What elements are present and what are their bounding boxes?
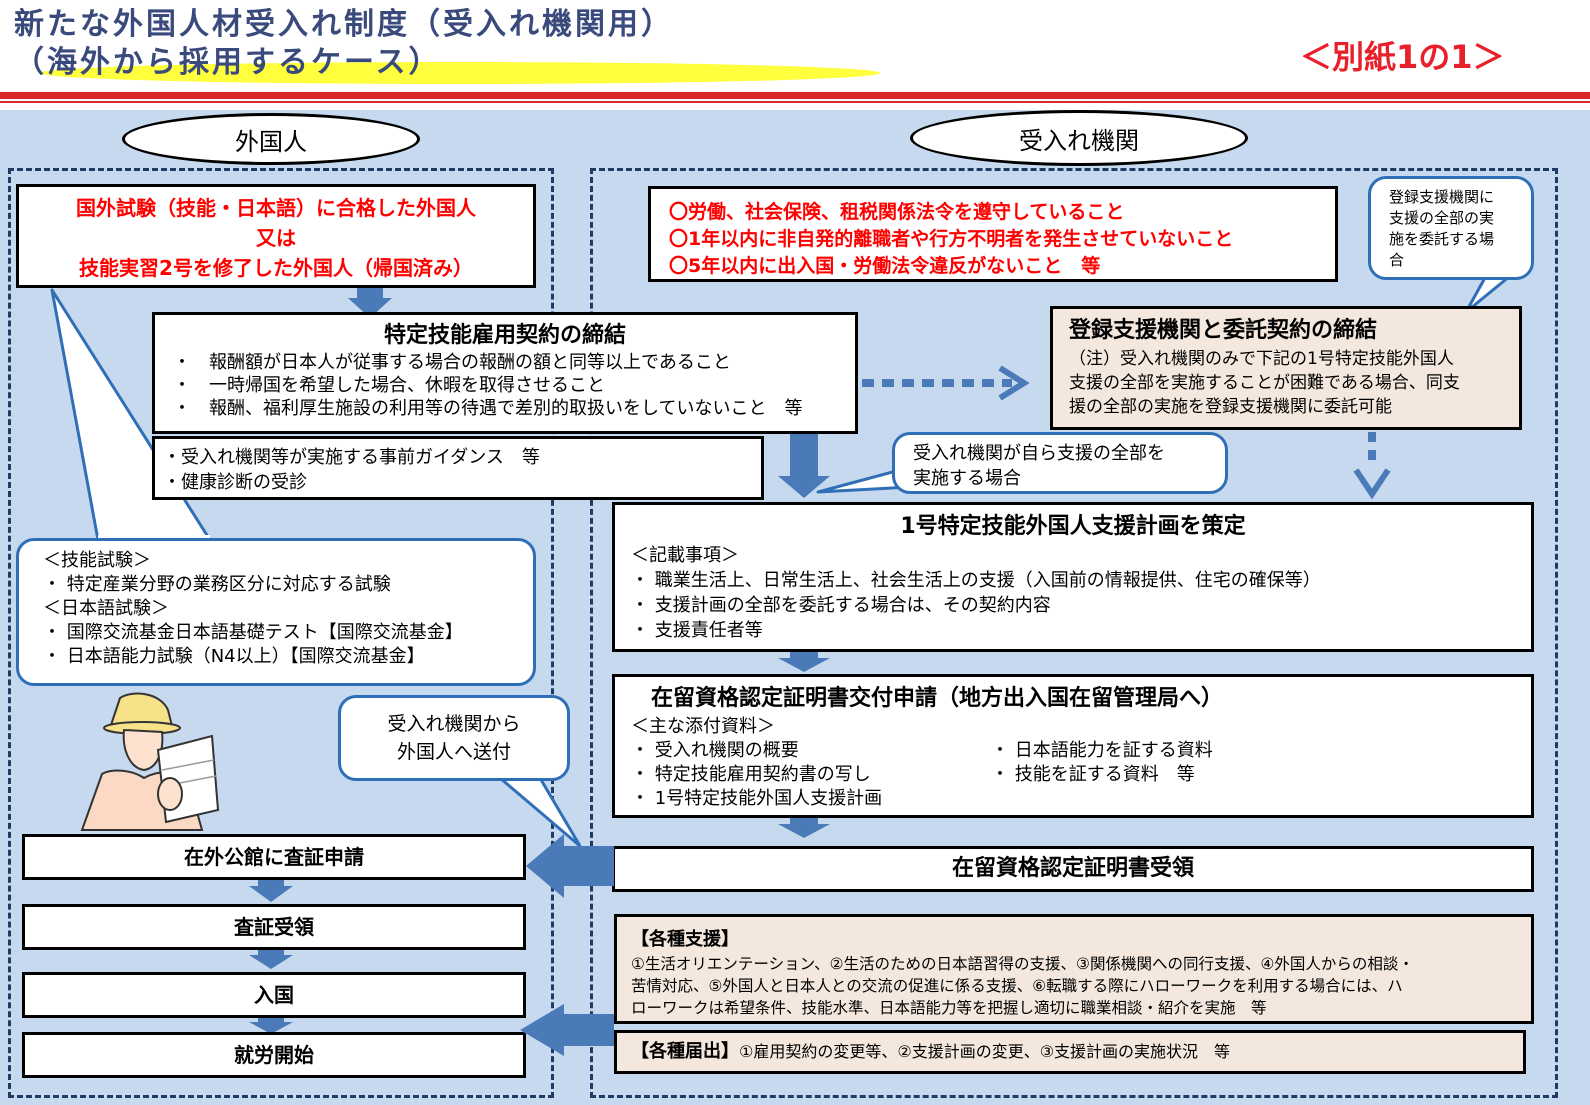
organization-column [590, 168, 1558, 1098]
entrust-line-4: 合 [1389, 251, 1405, 269]
arrow-head-plan [778, 658, 830, 672]
qualified-line-1: 国外試験（技能・日本語）に合格した外国人 [76, 196, 476, 220]
foreigner-label: 外国人 [122, 113, 420, 165]
coe-col2-item-2: ・ 技能を証する資料 等 [991, 764, 1195, 785]
various-support-line-2: 苦情対応、⑤外国人と日本人との交流の促進に係る支援、⑥転職する際にハローワークを… [631, 977, 1403, 995]
support-plan-item-2: ・ 支援計画の全部を委託する場合は、その契約内容 [631, 595, 1051, 616]
exam-info-bubble: ＜技能試験＞ ・ 特定産業分野の業務区分に対応する試験 ＜日本語試験＞ ・ 国際… [16, 538, 536, 686]
guidance-item-1: ・受入れ機関等が実施する事前ガイダンス 等 [163, 447, 540, 468]
coe-application-title: 在留資格認定証明書交付申請（地方出入国在留管理局へ） [651, 686, 1224, 711]
qualified-foreigner-box: 国外試験（技能・日本語）に合格した外国人 又は 技能実習2号を修了した外国人（帰… [16, 184, 536, 288]
annex-label: ＜別紙1の1＞ [1300, 38, 1505, 76]
organization-label: 受入れ機関 [910, 110, 1248, 166]
employment-contract-box: 特定技能雇用契約の締結 ・ 報酬額が日本人が従事する場合の報酬の額と同等以上であ… [152, 312, 858, 434]
arrow-head-coe [778, 824, 830, 838]
arrow-head-entry [249, 1022, 293, 1034]
contract-item-3: ・ 報酬、福利厚生施設の利用等の待遇で差別的取扱いをしていないこと 等 [173, 398, 803, 419]
coe-application-box: 在留資格認定証明書交付申請（地方出入国在留管理局へ） ＜主な添付資料＞ ・ 受入… [612, 674, 1534, 818]
coe-attachments-col2: ・ 日本語能力を証する資料 ・ 技能を証する資料 等 [991, 739, 1213, 787]
arrow-shaft-coe [790, 818, 818, 828]
coe-receipt-box: 在留資格認定証明書受領 [612, 846, 1534, 892]
coe-col1-item-1: ・ 受入れ機関の概要 [631, 740, 799, 761]
registered-support-org-box: 登録支援機関と委託契約の締結 （注）受入れ機関のみで下記の1号特定技能外国人 支… [1050, 306, 1522, 430]
arrow-shaft-visa [258, 880, 284, 890]
coe-col1-item-3: ・ 1号特定技能外国人支援計画 [631, 788, 883, 809]
requirement-1: 〇労働、社会保険、租税関係法令を遵守していること [669, 201, 1125, 223]
entry-box: 入国 [22, 972, 526, 1018]
arrow-shaft-1 [357, 288, 383, 300]
self-support-line-2: 実施する場合 [913, 468, 1021, 489]
entrust-line-3: 施を委託する場 [1389, 230, 1495, 248]
skill-exam-item: ・ 特定産業分野の業務区分に対応する試験 [43, 574, 391, 595]
work-start-box: 就労開始 [22, 1032, 526, 1078]
arrow-shaft-contract [790, 434, 818, 478]
arrow-head-visa [249, 886, 293, 902]
send-info-bubble: 受入れ機関から 外国人へ送付 [338, 695, 570, 781]
page-title: 新たな外国人材受入れ制度（受入れ機関用） [14, 7, 674, 42]
registered-title: 登録支援機関と委託契約の締結 [1069, 318, 1378, 343]
notifications-box: 【各種届出】①雇用契約の変更等、②支援計画の変更、③支援計画の実施状況 等 [614, 1030, 1526, 1074]
coe-col1-item-2: ・ 特定技能雇用契約書の写し [631, 764, 871, 785]
guidance-item-2: ・健康診断の受診 [163, 472, 307, 493]
notifications-text: ①雇用契約の変更等、②支援計画の変更、③支援計画の実施状況 等 [739, 1042, 1231, 1061]
skill-exam-heading: ＜技能試験＞ [43, 550, 151, 571]
registered-note-1: （注）受入れ機関のみで下記の1号特定技能外国人 [1069, 349, 1454, 369]
contract-title: 特定技能雇用契約の締結 [383, 323, 626, 348]
contract-item-1: ・ 報酬額が日本人が従事する場合の報酬の額と同等以上であること [173, 352, 731, 373]
requirement-3: 〇5年以内に出入国・労働法令違反がないこと 等 [669, 255, 1101, 277]
various-support-line-1: ①生活オリエンテーション、②生活のための日本語習得の支援、③関係機関への同行支援… [631, 955, 1414, 973]
various-support-box: 【各種支援】 ①生活オリエンテーション、②生活のための日本語習得の支援、③関係機… [614, 914, 1534, 1024]
support-plan-box: 1号特定技能外国人支援計画を策定 ＜記載事項＞ ・ 職業生活上、日常生活上、社会… [612, 502, 1534, 652]
support-plan-item-1: ・ 職業生活上、日常生活上、社会生活上の支援（入国前の情報提供、住宅の確保等） [631, 570, 1321, 591]
registered-note-3: 援の全部の実施を登録支援機関に委託可能 [1069, 397, 1392, 417]
entrust-info-bubble: 登録支援機関に 支援の全部の実 施を委託する場 合 [1368, 176, 1534, 280]
support-plan-title: 1号特定技能外国人支援計画を策定 [900, 514, 1246, 539]
requirement-2: 〇1年以内に非自発的離職者や行方不明者を発生させていないこと [669, 228, 1234, 250]
notifications-heading: 【各種届出】 [631, 1041, 739, 1062]
entrust-line-1: 登録支援機関に [1389, 188, 1495, 206]
coe-attachments-heading: ＜主な添付資料＞ [631, 716, 775, 737]
guidance-box: ・受入れ機関等が実施する事前ガイダンス 等 ・健康診断の受診 [152, 436, 764, 500]
coe-col2-item-1: ・ 日本語能力を証する資料 [991, 740, 1213, 761]
contract-item-2: ・ 一時帰国を希望した場合、休暇を取得させること [173, 375, 605, 396]
japanese-exam-item-1: ・ 国際交流基金日本語基礎テスト【国際交流基金】 [43, 622, 463, 643]
worker-illustration [80, 692, 220, 831]
requirements-box: 〇労働、社会保険、租税関係法令を遵守していること 〇1年以内に非自発的離職者や行… [648, 186, 1338, 282]
send-line-2: 外国人へ送付 [396, 741, 511, 763]
header-rule-thin [0, 101, 1590, 103]
qualified-line-2: 又は [256, 226, 296, 250]
arrow-head-receipt [249, 955, 293, 969]
arrow-shaft-plan [790, 652, 818, 662]
arrow-shaft-receipt [258, 950, 284, 958]
entrust-line-2: 支援の全部の実 [1389, 209, 1495, 227]
qualified-line-3: 技能実習2号を修了した外国人（帰国済み） [79, 256, 473, 280]
japanese-exam-heading: ＜日本語試験＞ [43, 598, 169, 619]
title-highlight [40, 62, 880, 84]
registered-note-2: 支援の全部を実施することが困難である場合、同支 [1069, 373, 1460, 393]
send-line-1: 受入れ機関から [387, 713, 521, 735]
visa-application-box: 在外公館に査証申請 [22, 834, 526, 880]
various-support-line-3: ローワークは希望条件、技能水準、日本語能力等を把握し適切に職業相談・紹介を実施 … [631, 999, 1267, 1017]
foreigner-column [8, 168, 554, 1098]
various-support-heading: 【各種支援】 [631, 929, 739, 950]
japanese-exam-item-2: ・ 日本語能力試験（N4以上）【国際交流基金】 [43, 646, 425, 667]
self-support-line-1: 受入れ機関が自ら支援の全部を [913, 443, 1165, 464]
support-plan-item-3: ・ 支援責任者等 [631, 620, 763, 641]
page-subtitle: （海外から採用するケース） [14, 45, 442, 80]
coe-attachments-col1: ・ 受入れ機関の概要 ・ 特定技能雇用契約書の写し ・ 1号特定技能外国人支援計… [631, 739, 882, 811]
header-rule [0, 92, 1590, 99]
support-plan-heading: ＜記載事項＞ [631, 545, 739, 566]
visa-receipt-box: 査証受領 [22, 904, 526, 950]
self-support-bubble: 受入れ機関が自ら支援の全部を 実施する場合 [892, 432, 1228, 494]
